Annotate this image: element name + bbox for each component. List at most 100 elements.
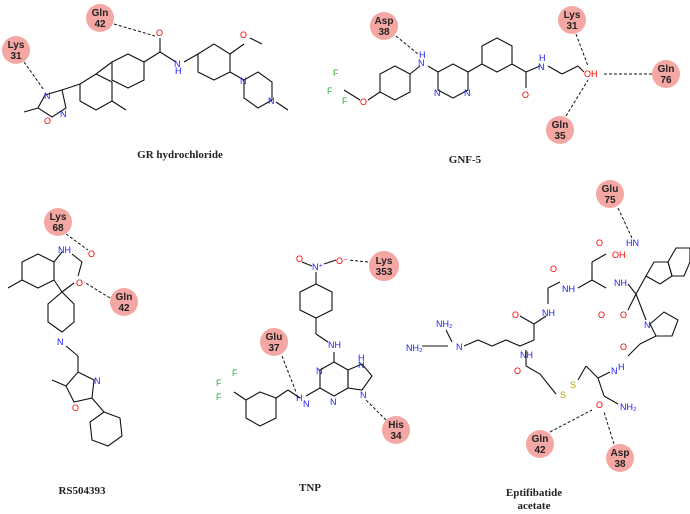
atom-o: O [596,238,603,248]
disulfide-chain [525,365,557,395]
oxazole-ring [65,371,95,403]
atom-o-minus: O⁻ [336,256,348,266]
atom-n: N [174,59,181,69]
side-chain [463,339,535,347]
atom-nh: NH [614,278,627,288]
atom-nh: NH [328,340,341,350]
atom-n: N [418,58,425,68]
hbond-line [65,233,89,251]
piperidine-ring [47,291,75,333]
compound-label: GR hydrochloride [137,149,223,161]
atom-n: N [611,366,618,376]
atom-oh: OH [584,69,598,79]
atom-h: H [539,53,546,63]
hbond-line [565,79,589,117]
compound-label: TNP [299,482,321,494]
benzene-ring [197,43,231,81]
atom-n: N [316,366,323,376]
compound-eptifibatide-acetate: NH₂ NH₂ N O NH O NH O OH O NH HN O N [406,180,690,512]
atom-nh: NH [520,350,533,360]
atom-o: O [88,249,95,259]
atom-o: O [512,310,519,320]
atom-n: N [358,360,365,370]
benzene-ring [111,53,145,89]
benzene-ring [89,411,123,447]
atom-h: H [175,66,182,76]
atom-nh: NH [542,308,555,318]
atom-o: O [550,264,557,274]
hbond-line [395,35,419,55]
pyrimidine-ring [437,63,469,99]
benzene-ring [379,65,411,101]
imidazole-ring [347,363,373,391]
atom-nh: NH [562,284,575,294]
atom-o: O [514,366,521,376]
atom-o: O [72,403,79,413]
purine-ring [319,361,349,397]
hbond-line [281,355,297,393]
oxadiazole-ring [37,89,67,118]
benzene-ring [299,283,333,319]
atom-o: O [44,116,51,126]
atom-h: H [419,50,426,60]
indole-benzene-ring [667,247,690,277]
atom-o: O [296,254,303,264]
atom-n: N [456,342,463,352]
hbond-line [83,281,111,299]
benzene-ring [79,73,113,111]
atom-n: N [57,337,64,347]
hbond-line [549,409,593,433]
atom-n: N [360,390,367,400]
atom-h: H [358,353,365,363]
atom-o: O [240,30,247,40]
atom-o: O [620,342,627,352]
benzene-ring [21,253,55,289]
atom-n: N [94,376,101,386]
atom-n: N [464,88,471,98]
atom-oh: OH [612,250,626,260]
atom-o: O [360,97,367,107]
atom-n: N [44,91,51,101]
hbond-line [603,411,615,445]
atom-o: O [620,310,627,320]
atom-hn: HN [626,238,639,248]
hbond-line [113,23,156,37]
atom-s: S [570,380,576,390]
atom-nh2: NH₂ [620,402,637,412]
atom-f: F [333,68,339,78]
atom-n-plus: N⁺ [312,262,323,272]
atom-f: F [327,86,333,96]
atom-o: O [598,310,605,320]
atom-n: N [268,96,275,106]
atom-s: S [560,390,566,400]
hbond-line [23,61,45,91]
atom-o: O [76,278,83,288]
atom-n: N [60,109,67,119]
indole-ring [645,261,673,285]
atom-h: H [618,362,625,372]
atom-f: F [232,368,238,378]
pyrrolidine-ring [649,311,679,337]
atom-n: N [644,320,651,330]
